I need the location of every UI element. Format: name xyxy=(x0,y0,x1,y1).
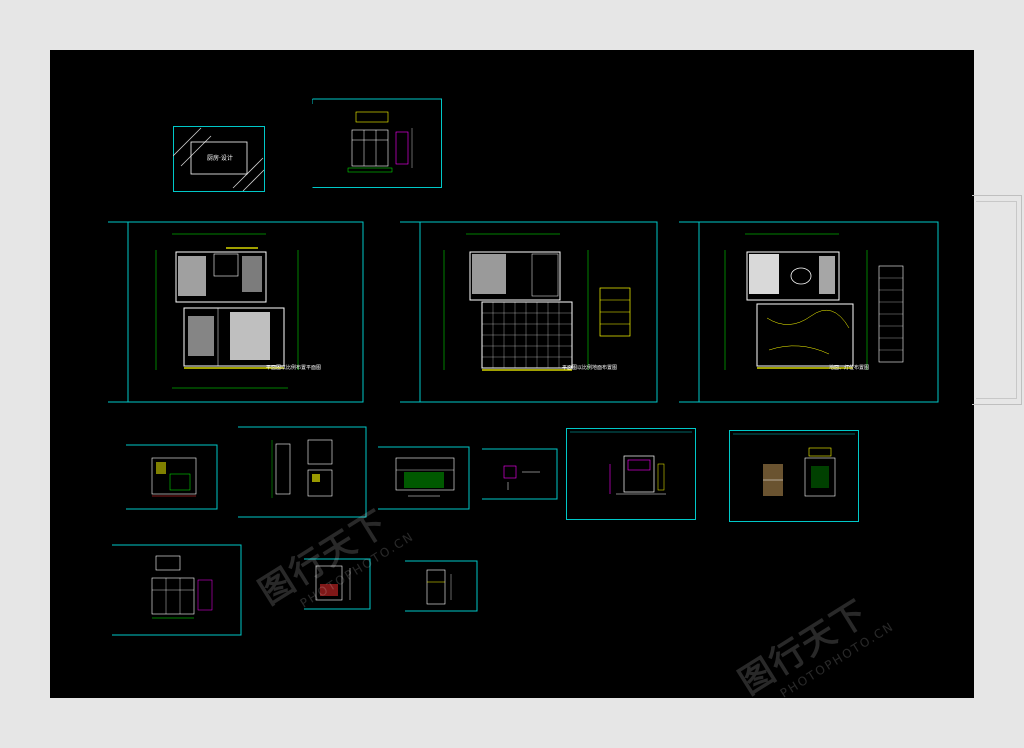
floor-tiling-plan xyxy=(400,221,658,403)
plan-frame-3: 地面、灯位布置图 xyxy=(679,220,939,403)
elevation-drawing-h xyxy=(304,558,371,610)
elevation-drawing-g xyxy=(112,544,242,636)
elevation-drawing-i xyxy=(405,560,478,612)
offscreen-frame-edge xyxy=(972,195,1022,405)
plan-frame-1: 平面图以比例布置平面图 xyxy=(108,220,364,403)
elevation-drawing-a xyxy=(126,444,218,510)
cad-drawing-canvas: 厨房·设计 xyxy=(50,50,974,698)
watermark-2: 图行天下 PHOTOPHOTO.CN xyxy=(732,592,897,698)
elevation-frame-a xyxy=(126,444,218,510)
elevation-frame-d xyxy=(482,448,558,500)
floor-plan-layout xyxy=(108,221,364,403)
elevation-frame-b xyxy=(238,426,367,518)
elevation-drawing-d xyxy=(482,448,558,500)
plan-title-2: 平面图以比例地面布置图 xyxy=(562,365,618,371)
cover-title: 厨房·设计 xyxy=(207,155,233,162)
elevation-drawing-f xyxy=(729,430,859,522)
elevation-frame-e xyxy=(566,428,696,520)
plan-title-1: 平面图以比例布置平面图 xyxy=(266,365,322,371)
ceiling-lighting-plan xyxy=(679,221,939,403)
elevation-drawing-e xyxy=(566,428,696,520)
plan-frame-2: 平面图以比例地面布置图 xyxy=(400,220,658,403)
plan-title-3: 地面、灯位布置图 xyxy=(829,365,870,371)
elevation-drawing-c xyxy=(378,446,470,510)
elevation-drawing-b xyxy=(238,426,367,518)
elevation-frame-f xyxy=(729,430,859,522)
elevation-frame-g xyxy=(112,544,242,636)
elevation-frame-h xyxy=(304,558,371,610)
cover-frame: 厨房·设计 xyxy=(173,126,265,192)
elevation-frame-top xyxy=(312,98,442,188)
cover-sheet-drawing xyxy=(173,126,265,192)
elevation-frame-c xyxy=(378,446,470,510)
elevation-drawing-top xyxy=(312,98,442,188)
elevation-frame-i xyxy=(405,560,478,612)
